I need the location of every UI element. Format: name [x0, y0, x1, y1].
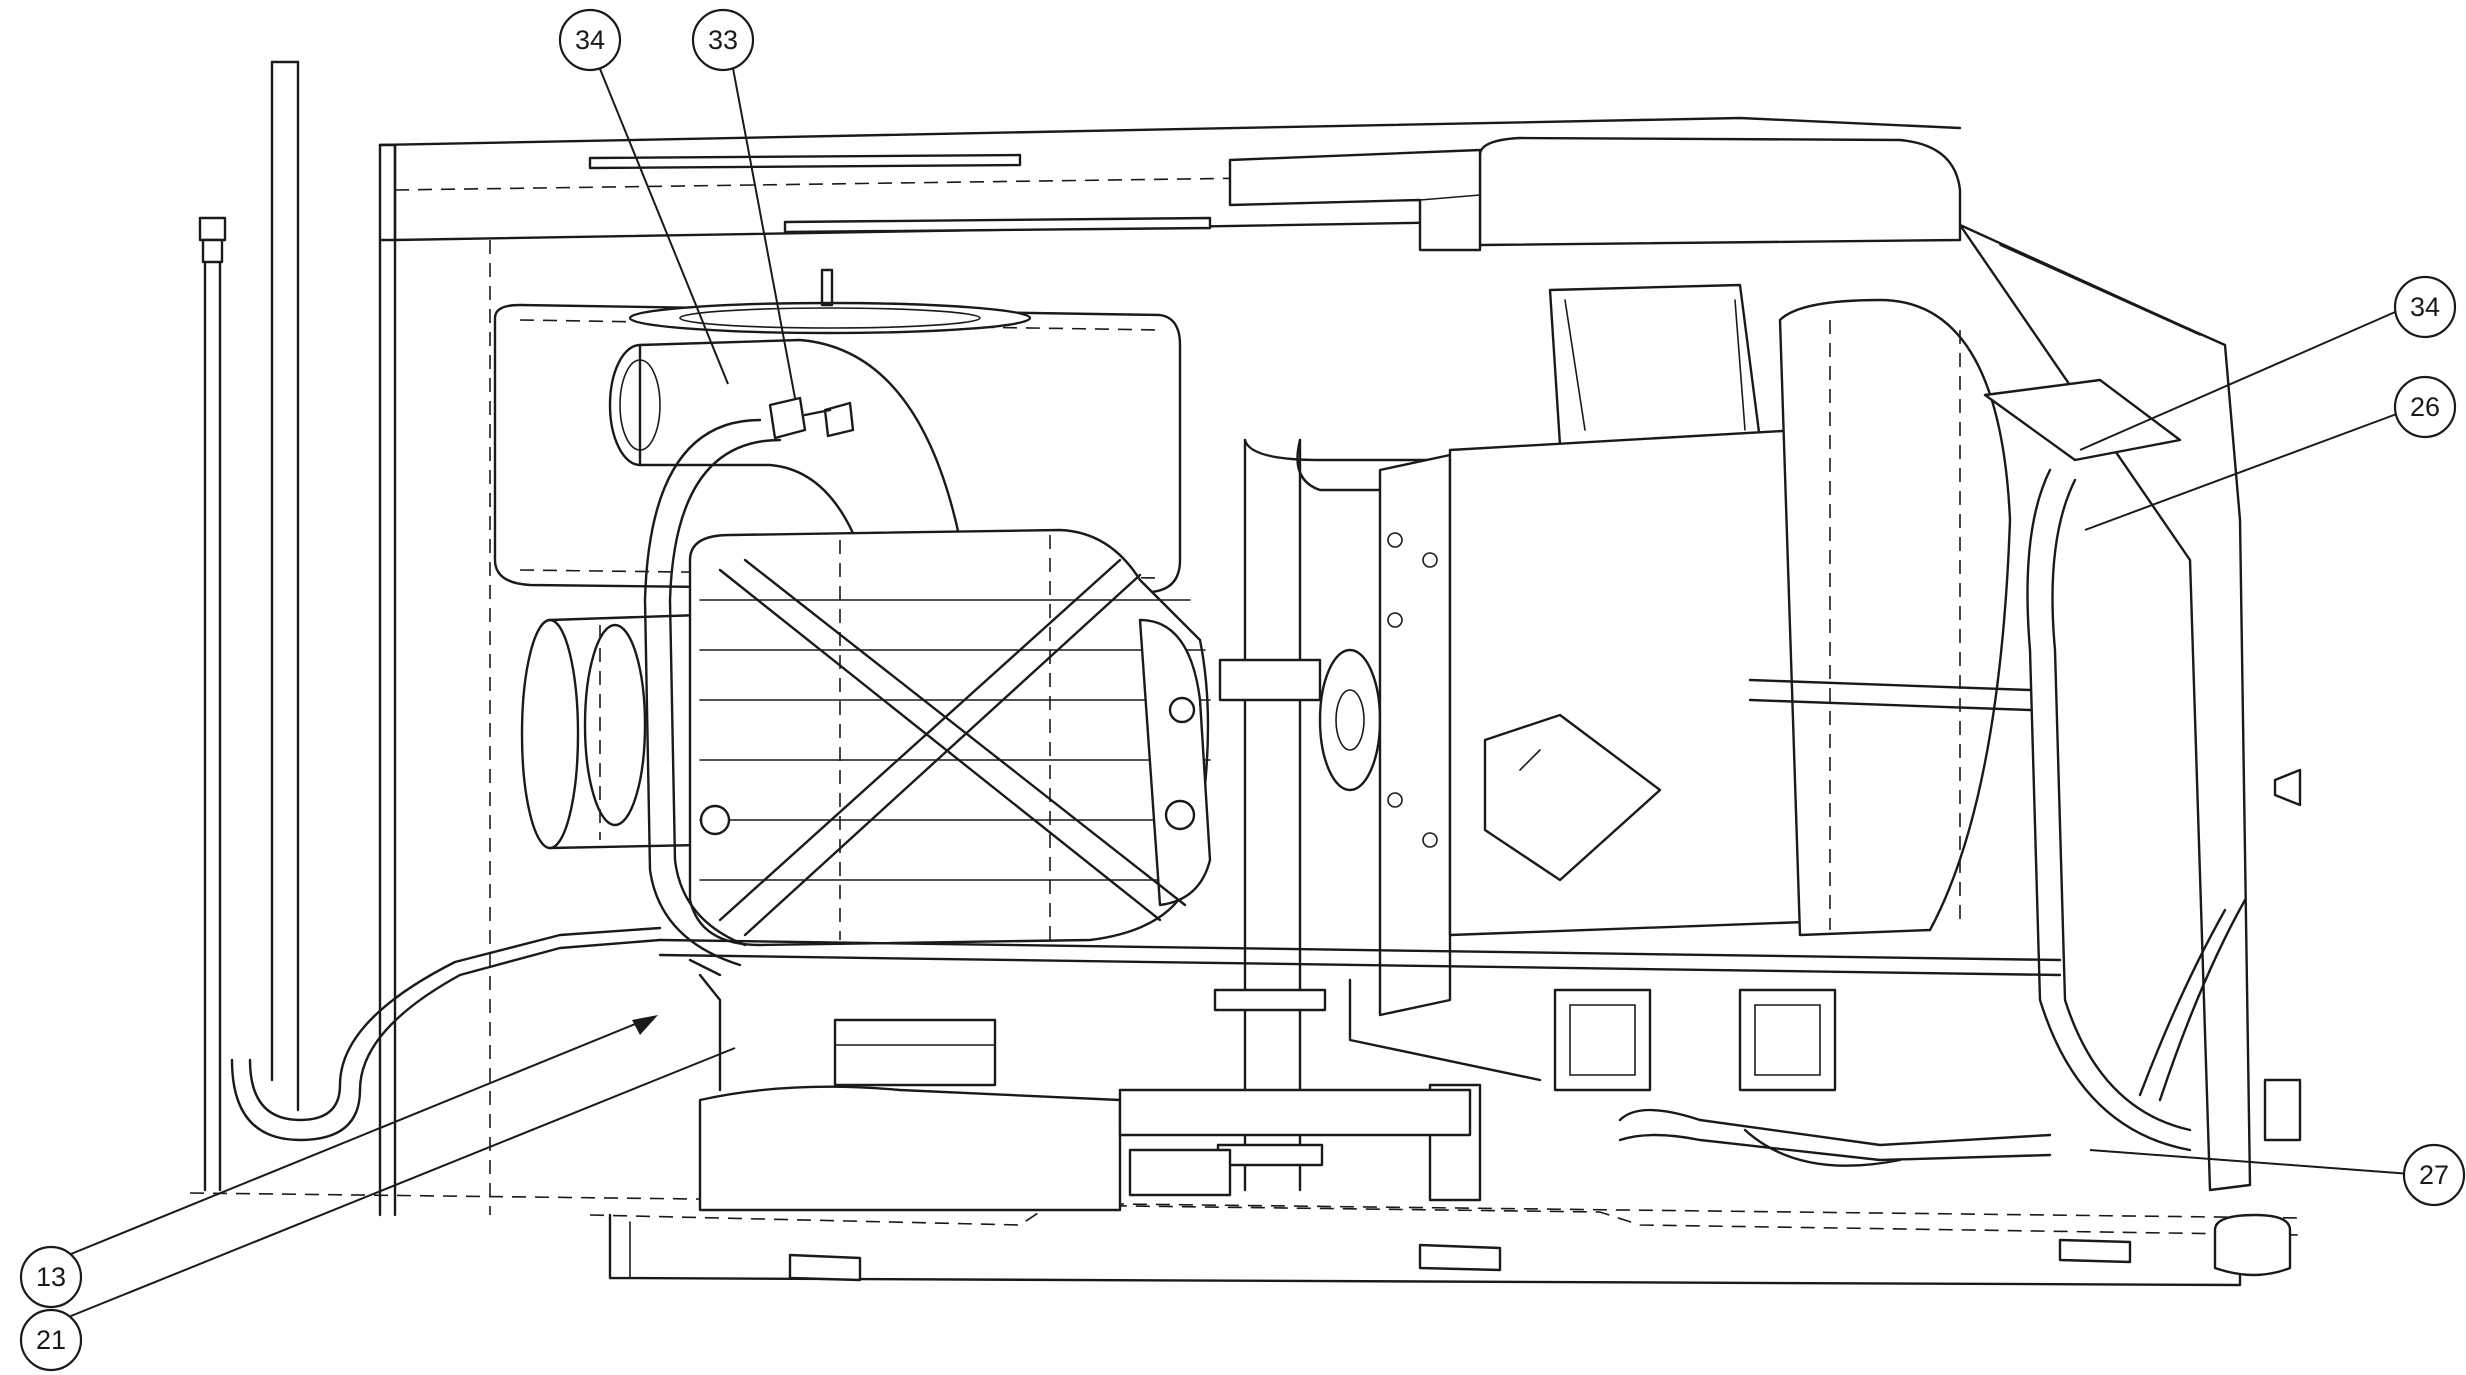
- leader-arrowhead: [632, 1015, 658, 1035]
- blower-housing: [690, 530, 1210, 945]
- leader-line-13: [66, 1018, 650, 1256]
- callout-label: 13: [36, 1262, 66, 1292]
- callout-label: 34: [2410, 292, 2440, 322]
- callout-26: 26: [2395, 377, 2455, 437]
- callout-label: 26: [2410, 392, 2440, 422]
- callout-label: 34: [575, 25, 605, 55]
- callout-label: 27: [2419, 1160, 2449, 1190]
- lower-tank: [690, 960, 1480, 1210]
- callout-34-left: 34: [560, 10, 620, 70]
- engine-body: [1450, 138, 2030, 935]
- callout-21: 21: [21, 1310, 81, 1370]
- pump-block: [1380, 455, 1450, 1015]
- callout-label: 21: [36, 1325, 66, 1355]
- callout-33: 33: [693, 10, 753, 70]
- base-skid: [190, 1193, 2300, 1285]
- callout-13: 13: [21, 1247, 81, 1307]
- callout-label: 33: [708, 25, 738, 55]
- callout-27: 27: [2404, 1145, 2464, 1205]
- callout-34-right: 34: [2395, 277, 2455, 337]
